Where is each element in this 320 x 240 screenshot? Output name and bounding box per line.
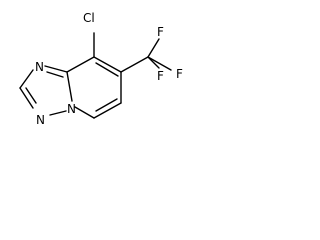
bond-cf3-f-top — [147, 38, 160, 58]
atom-label-f-bottom: F — [157, 69, 164, 83]
bond-n1-c2 — [19, 69, 34, 89]
atom-label-n-ring-bottom: N — [36, 113, 45, 127]
bond-c6-c5 — [93, 102, 122, 119]
bond-c8-c7-inner — [95, 62, 119, 77]
bond-c5-n4 — [74, 106, 95, 119]
structure-canvas: Cl F F F N N N — [0, 0, 214, 150]
bond-cf3-f-right — [147, 56, 172, 71]
bond-n3-n4 — [49, 110, 67, 116]
atom-label-f-right: F — [176, 67, 183, 81]
bond-c8a-n1 — [44, 65, 68, 73]
bond-c8a-c8 — [66, 56, 95, 73]
triazolopyridine-structure: Cl F F F N N N — [19, 11, 183, 127]
bond-c6-c5-inner — [95, 98, 118, 112]
atom-label-n-ring-top: N — [35, 60, 44, 74]
bond-c2-n3-inner — [25, 87, 37, 104]
bond-c8a-n1-inner — [46, 71, 64, 78]
bond-cf3-f-bottom — [147, 56, 160, 69]
bond-c2-n3 — [19, 87, 34, 109]
atom-label-cl: Cl — [83, 11, 95, 25]
bond-n4-c8a — [66, 71, 73, 102]
bond-c7-cf3 — [120, 56, 149, 73]
bond-c8-c7 — [93, 56, 122, 73]
atom-label-f-top: F — [157, 25, 164, 39]
atom-label-n-bridge: N — [67, 102, 76, 116]
